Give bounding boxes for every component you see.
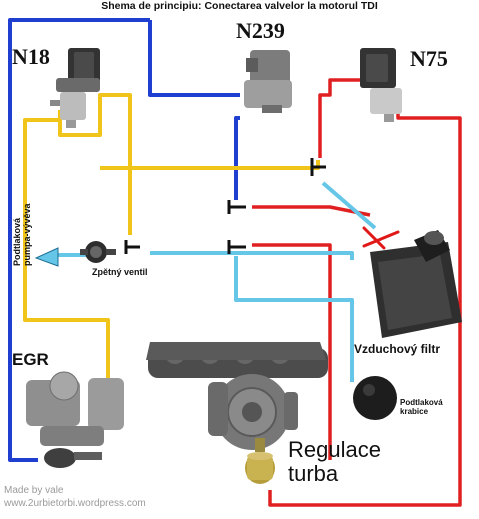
connector-left [124, 240, 140, 254]
connector-middle [227, 200, 246, 214]
n239-valve-image [244, 50, 292, 113]
n239-label: N239 [236, 18, 285, 43]
egr-valve-image [26, 371, 124, 468]
yellow-hose [23, 93, 320, 380]
connector-top [310, 158, 326, 176]
vacuum-box-label-line2: krabice [400, 407, 429, 416]
turbo-actuator-image [245, 438, 275, 484]
vacuum-pump-arrow [34, 247, 59, 267]
vacuum-box-label-line1: Podtlaková [400, 398, 443, 407]
diagram-title: Shema de principiu: Conectarea valvelor … [101, 0, 378, 12]
vacuum-pump-label-line2: pumpa-vývěva [22, 203, 32, 266]
air-filter-image [370, 230, 462, 338]
connector-lower [227, 240, 246, 254]
check-valve-image [80, 241, 116, 263]
turbo-regulation-label: Regulace turba [288, 438, 381, 486]
blocked-mark [362, 226, 400, 250]
credit-author: Made by vale [4, 485, 64, 496]
egr-label: EGR [12, 350, 49, 369]
check-valve-label: Zpětný ventil [92, 267, 148, 277]
air-filter-label: Vzduchový filtr [354, 342, 441, 356]
turbocharger-image [208, 374, 298, 450]
vacuum-pump-label-line1: Podtlaková [12, 217, 22, 266]
lightblue-hose [55, 181, 377, 382]
credit-website: www.2urbietorbi.wordpress.com [4, 498, 146, 509]
exhaust-manifold-image [146, 342, 328, 378]
hose-connectors [124, 158, 326, 254]
n18-label: N18 [12, 44, 50, 69]
turbo-regulation-label-line2: turba [288, 461, 339, 486]
turbo-regulation-label-line1: Regulace [288, 437, 381, 462]
vacuum-pump-label: Podtlaková pumpa-vývěva [12, 170, 32, 266]
credits: Made by vale www.2urbietorbi.wordpress.c… [4, 484, 146, 510]
n75-valve-image [360, 48, 402, 122]
vacuum-box-image [353, 376, 397, 420]
n75-label: N75 [410, 46, 448, 71]
blue-hose [8, 18, 240, 462]
vacuum-box-label: Podtlaková krabice [400, 398, 443, 416]
n18-valve-image [50, 48, 100, 128]
